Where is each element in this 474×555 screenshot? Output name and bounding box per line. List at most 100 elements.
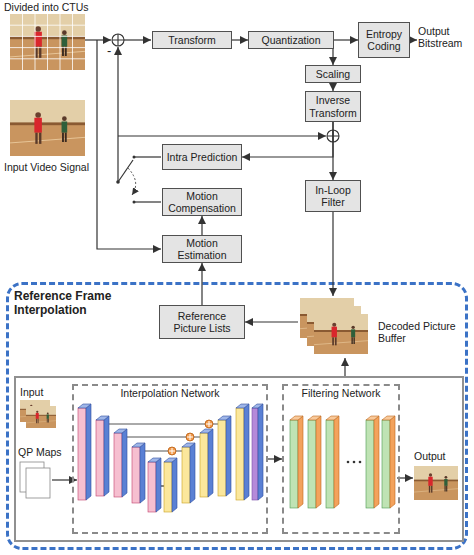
filter-block xyxy=(366,420,374,508)
signal-wire xyxy=(85,39,111,40)
encoder-block xyxy=(156,458,161,512)
encoder-block xyxy=(96,420,104,496)
switch-contact xyxy=(116,180,120,184)
ctu-grid xyxy=(22,14,23,70)
output-frame xyxy=(414,466,458,500)
encoder-block xyxy=(78,404,161,462)
process-box: In-Loop Filter xyxy=(305,180,361,212)
add-node xyxy=(169,448,175,454)
ctu-grid xyxy=(35,14,36,70)
add-node xyxy=(169,421,212,454)
sum-junction xyxy=(327,130,339,142)
text-label: Input Video Signal xyxy=(4,161,114,173)
encoder-block xyxy=(140,443,145,503)
flow-arrow xyxy=(332,49,333,65)
process-box: Motion Estimation xyxy=(162,235,242,263)
text-label: Output Bitstream xyxy=(418,25,472,49)
flow-arrow xyxy=(332,83,333,91)
decoder-block xyxy=(164,404,263,512)
decoder-block xyxy=(200,433,208,497)
ctu-grid xyxy=(60,14,61,70)
switch-arc xyxy=(128,168,136,195)
encoder-block xyxy=(78,404,91,408)
ctu-frame xyxy=(10,14,85,70)
ctu-grid xyxy=(10,14,85,70)
process-box: Motion Compensation xyxy=(162,188,242,216)
decoder-block xyxy=(200,429,213,433)
add-node xyxy=(206,421,212,427)
filter-block xyxy=(326,416,339,420)
signal-wire xyxy=(124,39,151,40)
decoder-block xyxy=(172,404,263,512)
switch-contact xyxy=(116,156,135,204)
filter-block xyxy=(326,420,334,508)
ctu-grid xyxy=(10,58,85,59)
flow-arrow xyxy=(334,39,358,40)
decoder-block xyxy=(236,404,249,408)
ctu-grid xyxy=(10,36,85,37)
skip-connection xyxy=(145,451,182,452)
decoder-block xyxy=(258,404,263,500)
switch-arc xyxy=(128,168,136,195)
network-box: Filtering Network xyxy=(282,384,400,534)
filter-block xyxy=(290,416,395,508)
decoder-block xyxy=(208,429,213,497)
add-node xyxy=(205,420,213,428)
filter-block xyxy=(298,416,303,508)
output-frame xyxy=(414,466,458,500)
decoder-block xyxy=(172,458,177,512)
process-box: Scaling xyxy=(305,65,361,83)
node-text: Interpolation Network xyxy=(72,387,268,399)
encoder-block xyxy=(78,404,161,512)
encoder-block xyxy=(114,429,127,433)
decoder-block xyxy=(190,443,195,503)
decoder-block xyxy=(164,458,177,462)
encoder-block xyxy=(148,462,156,512)
filter-block xyxy=(308,420,316,508)
flow-arrow xyxy=(268,458,282,459)
switch-contact xyxy=(133,201,136,204)
decoder-block xyxy=(226,416,231,496)
filter-block xyxy=(382,416,395,420)
decoder-block xyxy=(164,462,172,512)
node-text: Filtering Network xyxy=(282,387,400,399)
node-text: Entropy Coding xyxy=(360,28,408,52)
filter-block xyxy=(382,420,390,508)
node-text: Input xyxy=(20,386,60,398)
node-text: Decoded Picture Buffer xyxy=(378,320,462,344)
process-box: Entropy Coding xyxy=(358,22,410,58)
encoder-block xyxy=(114,433,122,497)
decoder-block xyxy=(218,420,226,496)
text-label: - xyxy=(107,44,117,59)
encoder-block xyxy=(86,404,161,512)
process-box: Inverse Transform xyxy=(305,91,361,122)
node-text: Intra Prediction xyxy=(167,151,238,163)
node-text: Inverse Transform xyxy=(307,94,359,118)
node-text: Motion Compensation xyxy=(164,190,240,214)
decoder-block xyxy=(252,408,258,500)
filter-block xyxy=(290,416,395,420)
encoder-block xyxy=(122,429,127,497)
signal-wire xyxy=(118,135,326,136)
filter-block xyxy=(290,416,303,420)
flow-arrow xyxy=(201,263,202,305)
qp-map xyxy=(20,462,50,498)
buffer-node: Decoded Picture Buffer xyxy=(298,296,464,358)
filter-block xyxy=(316,416,321,508)
process-box: Transform xyxy=(152,31,232,49)
encoder-block xyxy=(148,458,161,462)
signal-wire xyxy=(97,40,161,249)
filter-block xyxy=(298,416,395,508)
text-label: Divided into CTUs xyxy=(4,1,124,13)
add-node xyxy=(168,420,213,455)
encoder-block xyxy=(132,447,140,503)
process-box: Intra Prediction xyxy=(162,144,242,170)
encoder-block xyxy=(104,416,109,496)
ctu-grid xyxy=(10,47,85,48)
encoder-block xyxy=(86,404,91,500)
node-text: Motion Estimation xyxy=(164,237,240,261)
flow-arrow xyxy=(344,358,345,376)
